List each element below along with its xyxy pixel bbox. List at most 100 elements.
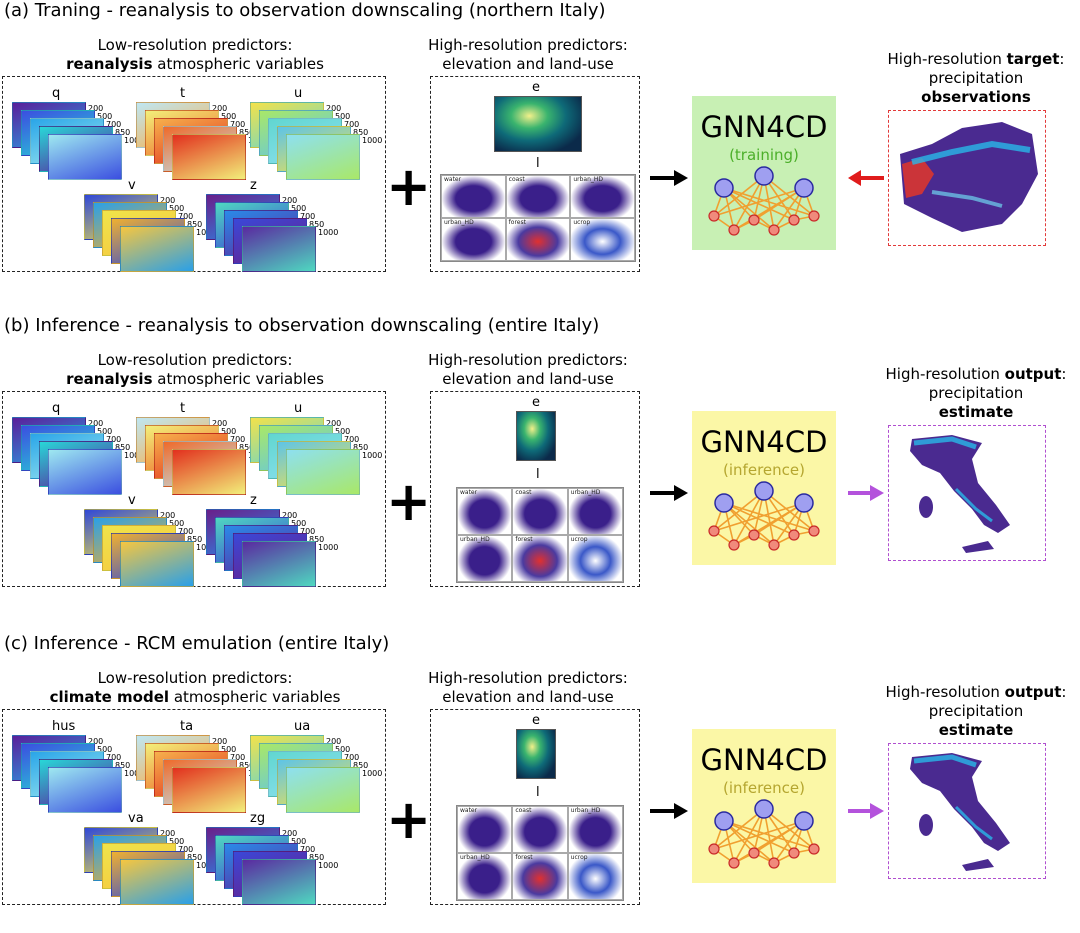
pressure-level-label: 200 (282, 829, 298, 838)
arrow-right-icon (848, 485, 884, 501)
pressure-level-layer (242, 226, 316, 272)
pressure-level-label: 1000 (362, 769, 383, 778)
pressure-level-label: 200 (160, 196, 176, 205)
high-res-predictors-box (430, 76, 640, 272)
diagram-panel-a: (a) Traning - reanalysis to observation … (0, 0, 1080, 300)
pressure-level-label: 200 (326, 104, 342, 113)
landuse-panel: urban_HD (567, 488, 623, 535)
landuse-class-label: coast (508, 176, 525, 183)
elevation-label: e (532, 713, 540, 728)
landuse-class-label: coast (515, 807, 532, 814)
output-caption: High-resolution output: precipitation es… (872, 365, 1080, 422)
graph-network-icon (708, 166, 820, 236)
landuse-class-label: urban_HD (570, 807, 601, 814)
pressure-level-label: 500 (169, 204, 185, 213)
pressure-level-layer (172, 449, 246, 495)
output-caption-line3: observations (872, 88, 1080, 107)
pressure-level-label: 500 (335, 112, 351, 121)
pressure-level-label: 850 (187, 535, 203, 544)
pressure-level-label: 850 (353, 128, 369, 137)
high-res-caption-line2: elevation and land-use (442, 55, 614, 73)
low-res-caption-rest: atmospheric variables (152, 370, 324, 388)
elevation-label: e (532, 80, 540, 95)
output-caption-line3: estimate (872, 721, 1080, 740)
pressure-level-layer (120, 541, 194, 587)
precipitation-estimate-map (910, 435, 1010, 553)
pressure-level-label: 850 (309, 853, 325, 862)
model-name: GNN4CD (700, 743, 828, 777)
pressure-level-layer (286, 449, 360, 495)
pressure-level-label: 850 (115, 128, 131, 137)
high-res-caption-line2: elevation and land-use (442, 370, 614, 388)
pressure-level-label: 500 (169, 519, 185, 528)
pressure-level-label: 500 (221, 112, 237, 121)
output-caption-keyword: output (1004, 365, 1062, 383)
elevation-map (516, 411, 556, 461)
output-caption-prefix: High-resolution (885, 365, 1005, 383)
pressure-level-label: 1000 (124, 136, 145, 145)
pressure-level-layer (286, 767, 360, 813)
arrow-right-icon (848, 803, 884, 819)
pressure-level-label: 500 (291, 519, 307, 528)
landuse-panel: forest (505, 218, 571, 261)
pressure-level-label: 700 (178, 845, 194, 854)
arrow-left-icon (848, 170, 884, 186)
pressure-level-label: 200 (282, 196, 298, 205)
pressure-level-label: 500 (335, 745, 351, 754)
pressure-level-layer (242, 541, 316, 587)
high-res-caption: High-resolution predictors: elevation an… (418, 669, 638, 707)
graph-network-icon (708, 799, 820, 869)
variable-name: q (52, 86, 61, 101)
low-res-source: reanalysis (66, 370, 153, 388)
low-res-caption-line2: reanalysis atmospheric variables (10, 55, 380, 74)
pressure-level-label: 1000 (362, 451, 383, 460)
precipitation-estimate-map (910, 753, 1010, 871)
arrow-right-icon (650, 803, 688, 819)
pressure-level-label: 500 (291, 837, 307, 846)
low-res-caption: Low-resolution predictors: climate model… (10, 669, 380, 707)
pressure-level-layer (172, 134, 246, 180)
pressure-level-label: 500 (221, 427, 237, 436)
output-caption: High-resolution target: precipitation ob… (872, 50, 1080, 107)
landuse-class-label: water (460, 489, 478, 496)
gnn-model-box: GNN4CD (inference) (692, 411, 836, 565)
output-map-frame (888, 425, 1046, 561)
output-caption-keyword: target (1006, 50, 1060, 68)
variable-name: v (128, 178, 136, 193)
landuse-class-label: urban_HD (460, 854, 490, 861)
pressure-level-layer (286, 134, 360, 180)
pressure-level-label: 200 (88, 737, 104, 746)
graph-network-icon (708, 481, 820, 551)
landuse-class-label: urban_HD (444, 219, 474, 226)
landuse-class-label: urban_HD (570, 489, 601, 496)
output-caption-kind: observations (921, 88, 1031, 106)
output-caption-line1: High-resolution target: (872, 50, 1080, 69)
arrow-right-icon (650, 170, 688, 186)
landuse-class-label: forest (515, 854, 533, 861)
low-res-source: climate model (49, 688, 170, 706)
pressure-level-label: 500 (97, 745, 113, 754)
landuse-panel: water (441, 175, 506, 218)
pressure-level-label: 850 (309, 535, 325, 544)
pressure-level-label: 500 (97, 112, 113, 121)
variable-name: va (128, 811, 144, 826)
pressure-level-layer (172, 767, 246, 813)
pressure-level-label: 500 (335, 427, 351, 436)
precipitation-observation-map (900, 122, 1038, 232)
landuse-label: l (536, 785, 540, 800)
pressure-level-label: 500 (169, 837, 185, 846)
pressure-level-label: 700 (344, 120, 360, 129)
variable-name: hus (52, 719, 76, 734)
low-res-predictors-box (2, 76, 386, 272)
variable-name: t (180, 401, 186, 416)
output-caption-colon: : (1061, 683, 1067, 701)
pressure-level-label: 1000 (318, 861, 339, 870)
gnn-model-box: GNN4CD (training) (692, 96, 836, 250)
pressure-level-label: 850 (239, 761, 255, 770)
variable-name: q (52, 401, 61, 416)
landuse-panel: ucrop (567, 535, 623, 582)
pressure-level-label: 700 (230, 120, 246, 129)
landuse-panel: ucrop (567, 853, 623, 900)
landuse-class-label: forest (515, 536, 533, 543)
